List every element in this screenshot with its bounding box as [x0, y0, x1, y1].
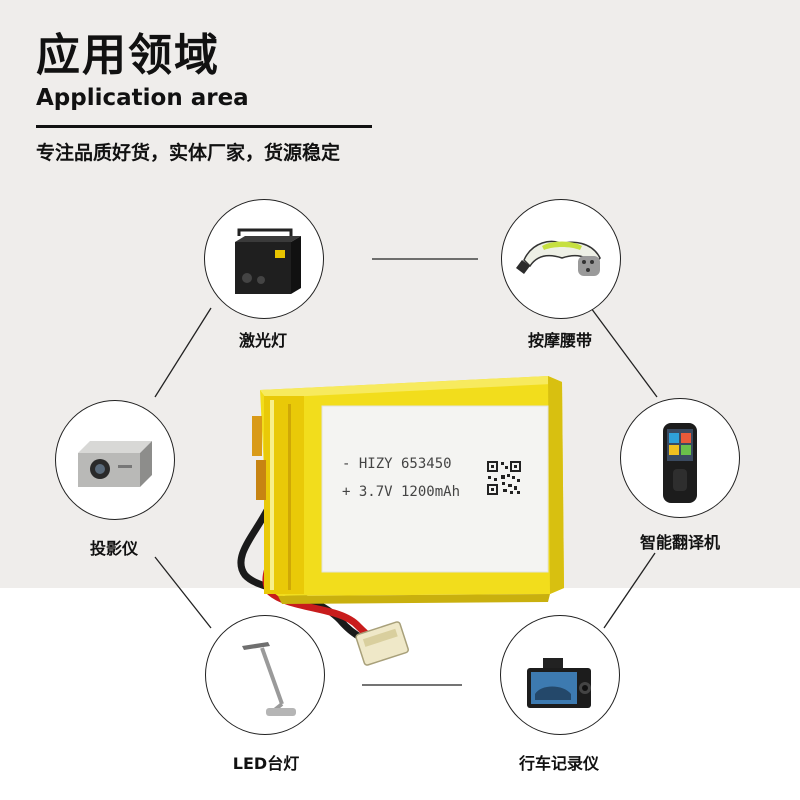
app-label-laser-light: 激光灯 [238, 331, 287, 350]
translator-icon [663, 423, 697, 503]
desk-lamp-icon [242, 642, 296, 716]
dashcam-circle [500, 615, 620, 735]
app-label-massage-belt: 按摩腰带 [527, 331, 592, 350]
battery-model-text: - HIZY 653450 [342, 456, 452, 472]
desk-lamp-circle [205, 615, 325, 735]
page-subtitle: Application area [36, 85, 249, 111]
laser-light-circle [204, 199, 324, 319]
battery-spec-text: + 3.7V 1200mAh [342, 484, 461, 500]
translator-circle [620, 398, 740, 518]
slogan-text: 专注品质好货，实体厂家，货源稳定 [36, 142, 341, 164]
app-label-dashcam: 行车记录仪 [518, 754, 599, 773]
app-label-desk-lamp: LED台灯 [232, 754, 300, 773]
massage-belt-circle [501, 199, 621, 319]
projector-icon [78, 441, 152, 487]
projector-circle [55, 400, 175, 520]
qr-code-icon [486, 460, 522, 496]
app-label-translator: 智能翻译机 [639, 533, 720, 552]
dashcam-icon [527, 658, 591, 708]
app-label-projector: 投影仪 [89, 539, 138, 558]
lipo-battery [230, 370, 580, 670]
massage-belt-icon [516, 240, 601, 276]
page-title: 应用领域 [36, 30, 220, 81]
title-divider [36, 125, 372, 128]
laser-light-icon [235, 228, 301, 294]
